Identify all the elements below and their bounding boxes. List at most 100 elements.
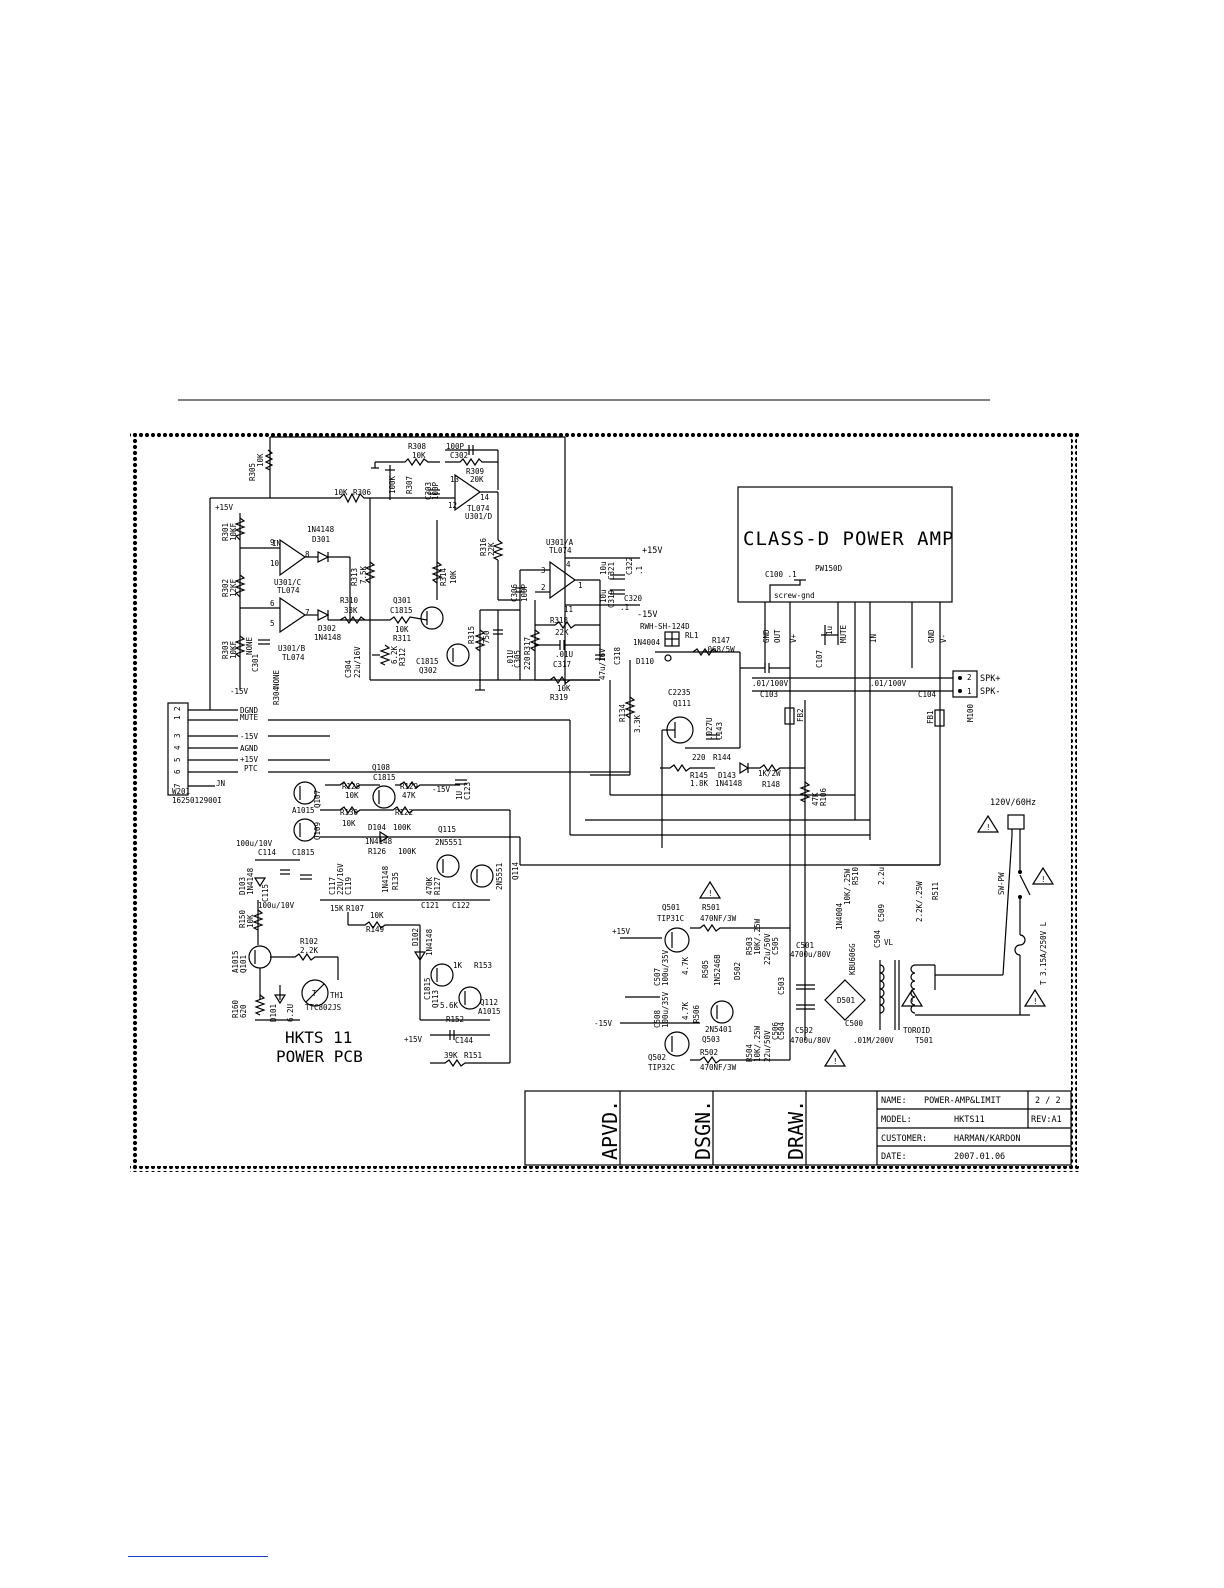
tb-draw: DRAW.: [784, 1100, 808, 1160]
svg-text:+15V: +15V: [215, 503, 234, 512]
svg-text:2N5401: 2N5401: [705, 1025, 732, 1034]
amp-screw-gnd: screw-gnd: [774, 591, 815, 600]
svg-text:PTC: PTC: [244, 764, 258, 773]
relay-rl1: RWH-SH-124D RL1 1N4004 D110 R147 .068/5W: [590, 622, 790, 776]
svg-text:10: 10: [270, 559, 280, 568]
svg-text:10K: 10K: [334, 488, 348, 497]
svg-text:47u/16V: 47u/16V: [598, 648, 607, 680]
svg-text:1N4148: 1N4148: [307, 525, 335, 534]
tb-customer-label: CUSTOMER:: [881, 1134, 927, 1144]
svg-text:DGND: DGND: [240, 706, 259, 715]
svg-text:R502: R502: [700, 1048, 718, 1057]
svg-text:R145: R145: [690, 771, 708, 780]
svg-text:.01U: .01U: [506, 650, 515, 668]
svg-text:220: 220: [692, 753, 706, 762]
svg-text:.01U: .01U: [555, 650, 573, 659]
svg-text:C122: C122: [452, 901, 470, 910]
svg-text:C1815: C1815: [416, 657, 439, 666]
svg-text:5: 5: [173, 757, 182, 762]
svg-text:C508: C508: [653, 1009, 662, 1028]
svg-text:R313: R313: [350, 568, 359, 586]
svg-text:NONE: NONE: [272, 669, 281, 688]
tb-sheet: 2 / 2: [1035, 1096, 1061, 1106]
svg-text:C503: C503: [777, 977, 786, 995]
svg-text:T 3.15A/250V L: T 3.15A/250V L: [1039, 921, 1048, 985]
svg-text:C509: C509: [877, 904, 886, 922]
svg-text:10K: 10K: [449, 570, 458, 584]
limiter-section: Q108 C1815 R128 10K R129 47K -15V 1U C12…: [236, 763, 940, 1063]
svg-text:D103: D103: [238, 877, 247, 895]
svg-text:7: 7: [305, 608, 310, 617]
q112-q113-stage: D102 1N4148 R153 1K C1815 Q113 Q112 A101…: [404, 928, 510, 1068]
svg-text:2: 2: [173, 706, 182, 711]
svg-text:C123: C123: [463, 782, 472, 800]
svg-text:10K/.25W: 10K/.25W: [753, 1025, 762, 1062]
svg-text:T501: T501: [915, 1036, 933, 1045]
c107-capacitor: C107 1u: [815, 625, 838, 668]
bottom-link-underline[interactable]: [128, 1556, 268, 1557]
svg-text:C121: C121: [421, 901, 439, 910]
svg-text:C143: C143: [715, 722, 724, 740]
svg-text:470NF/3W: 470NF/3W: [700, 1063, 737, 1072]
svg-text:10K: 10K: [412, 451, 426, 460]
power-supply-section: ! Q501 R501 TIP31C 470NF/3W +15V C507 10…: [594, 700, 1030, 1072]
svg-text:2N5551: 2N5551: [495, 863, 504, 890]
svg-text:2: 2: [967, 673, 972, 682]
svg-text:R503: R503: [745, 937, 754, 955]
svg-text:R135: R135: [391, 872, 400, 890]
svg-text:.1: .1: [635, 566, 644, 575]
svg-text:1N4148: 1N4148: [365, 837, 393, 846]
svg-text:+15V: +15V: [240, 755, 259, 764]
svg-text:A1015: A1015: [292, 806, 315, 815]
svg-text:5: 5: [270, 619, 275, 628]
tb-apvd: APVD.: [598, 1100, 622, 1160]
svg-text:T: T: [312, 989, 317, 998]
svg-text:.027U: .027U: [705, 717, 714, 740]
board-title-line2: POWER PCB: [276, 1047, 363, 1066]
svg-text:C306: C306: [510, 583, 519, 602]
svg-text:C304: C304: [344, 659, 353, 678]
svg-text:1625012900I: 1625012900I: [172, 796, 222, 805]
svg-text:R301: R301: [221, 523, 230, 541]
svg-text:1: 1: [173, 715, 182, 720]
amp-pin-vminus: V-: [939, 634, 948, 643]
svg-text:D143: D143: [718, 771, 736, 780]
u301c-u301b-stage: +15V R301 10KF R302 12KF R303 10KF -15V …: [215, 503, 370, 705]
svg-text:Q111: Q111: [673, 699, 691, 708]
svg-text:1N5246B: 1N5246B: [713, 954, 722, 986]
svg-text:C302: C302: [450, 451, 468, 460]
svg-text:R304: R304: [272, 686, 281, 705]
svg-text:R316: R316: [479, 537, 488, 556]
svg-text:D501: D501: [837, 996, 855, 1005]
svg-text:D101: D101: [269, 1004, 278, 1022]
svg-text:1N4148: 1N4148: [381, 865, 390, 893]
svg-text:Q115: Q115: [438, 825, 456, 834]
q111-stage: R134 3.3K C2235 Q111 .027U C143 220 R144…: [585, 660, 870, 1040]
svg-text:C504: C504: [873, 929, 882, 948]
mains-voltage: 120V/60Hz: [990, 798, 1036, 808]
svg-text:TL074: TL074: [467, 504, 490, 513]
svg-text:TIP31C: TIP31C: [657, 914, 684, 923]
svg-text:R511: R511: [931, 882, 940, 900]
svg-text:10K: 10K: [557, 684, 571, 693]
svg-text:-15V: -15V: [432, 785, 451, 794]
svg-text:C504: C504: [777, 1021, 786, 1040]
amp-pin-gnd: GND: [762, 629, 771, 643]
svg-text:1K/2W: 1K/2W: [758, 769, 781, 778]
svg-text:D302: D302: [318, 624, 336, 633]
svg-text:C103: C103: [760, 690, 778, 699]
svg-text:TL074: TL074: [282, 653, 305, 662]
svg-text:C322: C322: [625, 557, 634, 575]
svg-text:1N4004: 1N4004: [633, 638, 661, 647]
amp-pin-gnd2: GND: [927, 629, 936, 643]
svg-text:13: 13: [450, 475, 459, 484]
svg-text:R319: R319: [550, 693, 568, 702]
svg-text:R106: R106: [819, 787, 828, 806]
svg-text:10KF: 10KF: [229, 640, 238, 659]
spk-minus-label: SPK-: [980, 687, 1000, 697]
svg-text:10K: 10K: [370, 911, 384, 920]
svg-text:R314: R314: [439, 567, 448, 586]
svg-text:!: !: [833, 1057, 838, 1066]
svg-text:20K: 20K: [470, 475, 484, 484]
svg-text:22K: 22K: [555, 628, 569, 637]
